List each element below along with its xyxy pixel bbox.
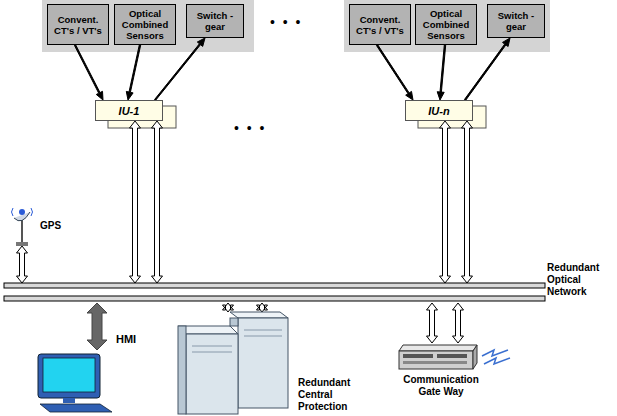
node-label: Redundant Central Protection	[298, 377, 354, 413]
ellipsis-dots: • • •	[270, 14, 302, 30]
connector-arrow	[464, 38, 510, 100]
interface-unit-box: IU-1	[95, 100, 163, 121]
equipment-node: Redundant Central Protection	[170, 312, 355, 414]
node-label: Convent. CT's / VT's	[50, 14, 106, 36]
radio-bolt	[482, 350, 510, 364]
connector-arrow	[437, 45, 446, 100]
net-icon	[4, 283, 615, 303]
connector-arrow	[152, 121, 163, 283]
connector-arrow	[376, 45, 413, 100]
node-label: Optical Combined Sensors	[418, 8, 474, 41]
device-box: Convent. CT's / VT's	[47, 4, 109, 45]
node-label: Switch -gear	[495, 10, 537, 32]
connector-arrow	[257, 303, 268, 312]
node-label: GPS	[40, 220, 61, 232]
connector-arrow	[87, 303, 107, 350]
connector-arrow	[126, 45, 140, 100]
node-label: IU-n	[428, 105, 449, 117]
device-box: Optical Combined Sensors	[415, 4, 477, 45]
device-box: Switch -gear	[186, 4, 244, 38]
connector-arrow	[17, 246, 28, 283]
equipment-node: Redundant Optical Network	[4, 283, 615, 303]
device-box: Optical Combined Sensors	[114, 4, 176, 45]
node-label: Communication Gate Way	[395, 374, 487, 398]
connector-arrow	[453, 303, 464, 343]
node-label: HMI	[116, 333, 136, 345]
interface-unit-box: IU-n	[405, 100, 473, 121]
connector-arrow	[74, 45, 103, 100]
node-label: Redundant Optical Network	[547, 262, 611, 298]
connector-arrow	[155, 38, 206, 100]
connector-arrow	[440, 121, 451, 283]
equipment-node: GPS	[10, 206, 70, 246]
equipment-node: Communication Gate Way	[395, 343, 490, 403]
device-group-panel	[42, 0, 254, 52]
node-label: IU-1	[119, 105, 140, 117]
connector-arrow	[462, 121, 473, 283]
connector-arrow	[130, 121, 141, 283]
ellipsis-dots: • • •	[234, 120, 266, 136]
node-label: Optical Combined Sensors	[117, 8, 173, 41]
device-group-panel	[344, 0, 550, 52]
hmi-icon	[30, 350, 155, 414]
node-label: Convent. CT's / VT's	[352, 14, 408, 36]
connector-arrow	[223, 303, 234, 312]
node-label: Switch -gear	[194, 10, 236, 32]
equipment-node: HMI	[30, 350, 155, 414]
connector-arrow	[427, 303, 438, 343]
device-box: Switch -gear	[487, 4, 545, 38]
device-box: Convent. CT's / VT's	[349, 4, 411, 45]
